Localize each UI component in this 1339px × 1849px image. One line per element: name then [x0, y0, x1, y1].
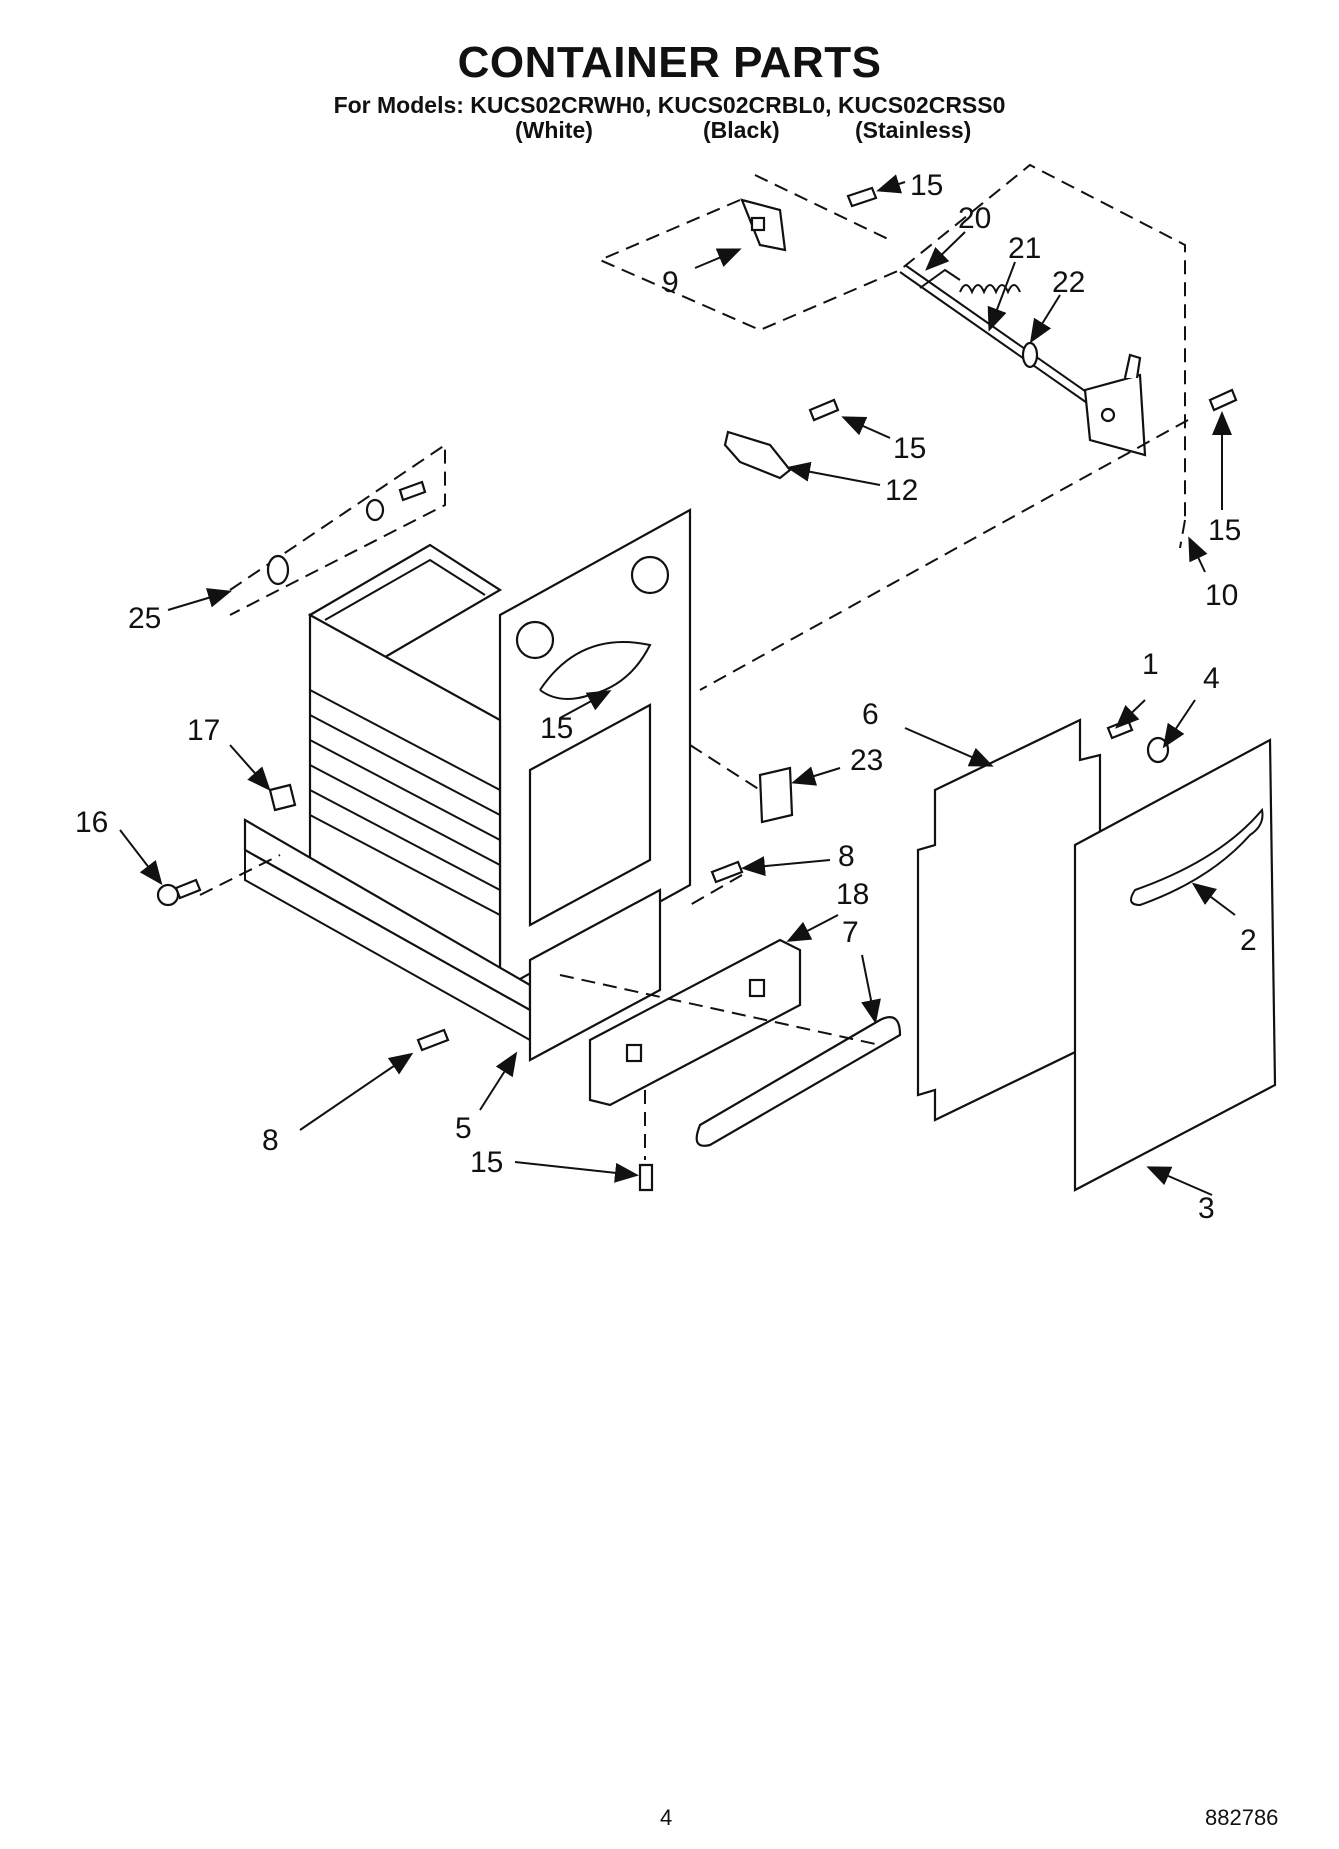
- callout-15: 15: [540, 712, 573, 745]
- nut-part-17: [268, 783, 297, 812]
- latch-assembly-outline: [597, 163, 1186, 549]
- callout-9: 9: [662, 266, 679, 299]
- callout-21: 21: [1008, 232, 1041, 265]
- spacer-part-4: [1146, 736, 1170, 764]
- panel-part-6: [916, 718, 1102, 1122]
- screw-part-15-top: [846, 186, 878, 208]
- page-number: 4: [660, 1805, 673, 1830]
- callout-15: 15: [470, 1146, 503, 1179]
- bumper-part-8-right: [710, 860, 744, 884]
- callout-5: 5: [455, 1112, 472, 1145]
- handle-part-7: [695, 1016, 902, 1147]
- callout-18: 18: [836, 878, 869, 911]
- variant-stainless: (Stainless): [855, 117, 972, 143]
- variant-white: (White): [515, 117, 593, 143]
- callout-8: 8: [262, 1124, 279, 1157]
- callout-17: 17: [187, 714, 220, 747]
- screw-part-15-right: [1208, 388, 1238, 412]
- callout-23: 23: [850, 744, 883, 777]
- callout-8: 8: [838, 840, 855, 873]
- page-title: CONTAINER PARTS: [457, 38, 882, 87]
- part-25-group: [229, 443, 446, 616]
- hinge-part-23: [758, 766, 794, 824]
- callout-15: 15: [1208, 514, 1241, 547]
- callout-2: 2: [1240, 924, 1257, 957]
- callout-labels: 15 9 20 21 22 15 12 15 10 25 15 17 16 1 …: [75, 169, 1257, 1225]
- callout-15: 15: [893, 432, 926, 465]
- door-part-3: [1073, 738, 1277, 1192]
- bracket-part-12: [723, 430, 792, 480]
- container-body: [243, 508, 692, 1062]
- variant-black: (Black): [703, 117, 780, 143]
- screw-part-15-bottom: [638, 1163, 654, 1192]
- document-number: 882786: [1205, 1805, 1279, 1830]
- callout-12: 12: [885, 474, 918, 507]
- callout-10: 10: [1205, 579, 1238, 612]
- callout-7: 7: [842, 916, 859, 949]
- bracket-part-9: [740, 198, 787, 252]
- callout-3: 3: [1198, 1192, 1215, 1225]
- callout-20: 20: [958, 202, 991, 235]
- callout-6: 6: [862, 698, 879, 731]
- callout-22: 22: [1052, 266, 1085, 299]
- callout-15: 15: [910, 169, 943, 202]
- callout-4: 4: [1203, 662, 1220, 695]
- leader-lines: [119, 174, 1236, 1196]
- bumper-part-8-left: [416, 1028, 450, 1052]
- latch-plate-part-10: [1083, 353, 1147, 457]
- kickplate-part-18: [588, 938, 802, 1107]
- models-line: For Models: KUCS02CRWH0, KUCS02CRBL0, KU…: [333, 92, 1006, 118]
- screw-part-15-mid: [808, 398, 840, 422]
- callout-25: 25: [128, 602, 161, 635]
- screw-part-16: [156, 878, 202, 907]
- callout-1: 1: [1142, 648, 1159, 681]
- callout-16: 16: [75, 806, 108, 839]
